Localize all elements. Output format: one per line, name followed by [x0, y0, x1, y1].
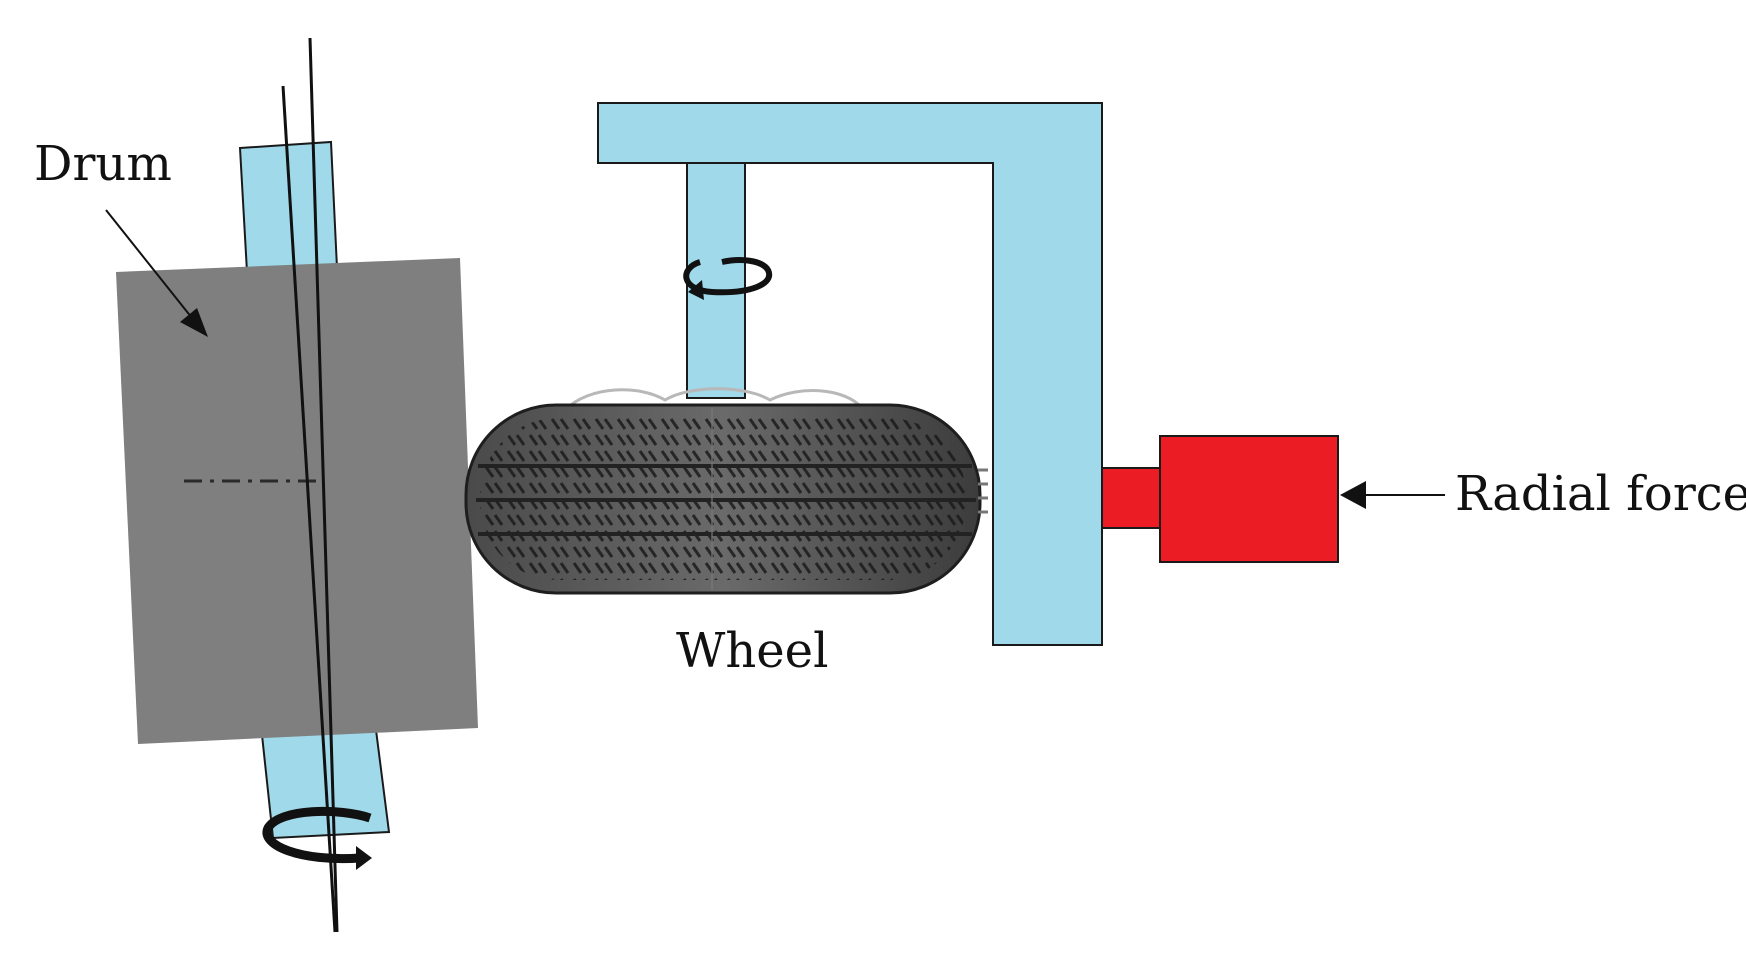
radial-force-label: Radial force: [1455, 466, 1746, 522]
drum-pointer-arrow-icon: [105, 209, 208, 337]
wheel-spindle: [686, 162, 746, 399]
drum-rotation-arrow-icon: [262, 807, 372, 870]
drum-axis-line-2: [281, 85, 337, 933]
wheel-rim-outline: [563, 387, 864, 412]
actuator-body: [1159, 435, 1339, 563]
drum-label: Drum: [34, 136, 172, 192]
spindle-rotation-arrow-icon: [683, 257, 773, 300]
actuator-rod: [1101, 467, 1161, 529]
tire: [464, 403, 988, 595]
radial-force-arrow-icon: [1340, 481, 1445, 509]
frame-l-bracket: [597, 102, 1103, 646]
drum-body: [116, 258, 478, 744]
wheel-label: Wheel: [676, 623, 828, 679]
drum-axis-line-1: [308, 37, 339, 933]
